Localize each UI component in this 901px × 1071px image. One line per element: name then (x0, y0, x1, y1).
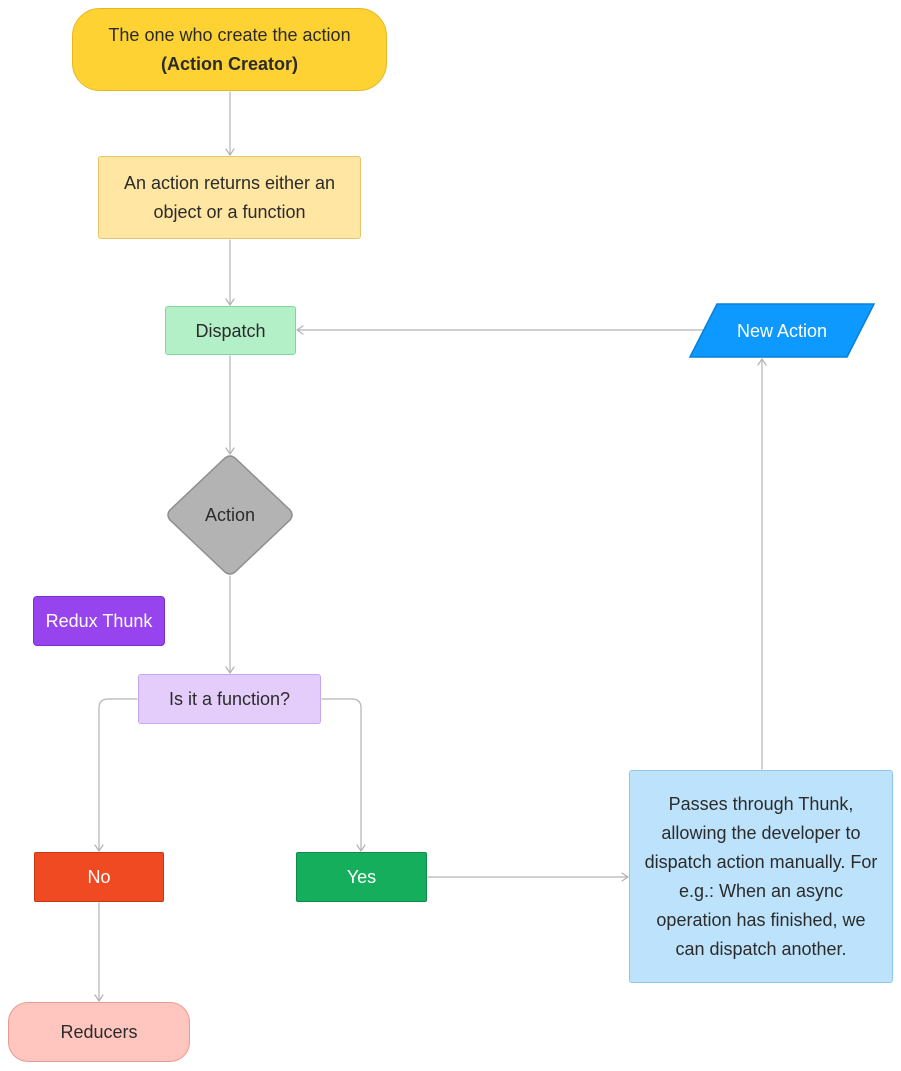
action-creator-label: The one who create the action (108, 24, 351, 45)
returns-label: An action returns either an object or a … (123, 172, 336, 222)
action-creator-node: The one who create the action (Action Cr… (72, 8, 387, 91)
arrowhead-dispatch (225, 298, 235, 306)
reducers-label: Reducers (60, 1022, 138, 1042)
returns-node: An action returns either an object or a … (98, 156, 361, 239)
new-action-shape (689, 303, 875, 358)
decision-node: Is it a function? (138, 674, 321, 724)
yes-label: Yes (346, 867, 377, 887)
decision-label: Is it a function? (168, 689, 291, 709)
reducers-node: Reducers (8, 1002, 190, 1062)
connector-decision-to-yes (321, 698, 362, 852)
arrowhead-newaction (757, 358, 767, 366)
arrowhead-returns (225, 148, 235, 156)
action-label: Action (204, 505, 256, 525)
redux-thunk-label: Redux Thunk (45, 611, 153, 631)
redux-thunk-node: Redux Thunk (33, 596, 165, 646)
dispatch-node: Dispatch (165, 306, 296, 355)
arrowhead-yes (356, 844, 366, 852)
action-node: Action (166, 455, 294, 575)
dispatch-label: Dispatch (195, 320, 266, 341)
yes-node: Yes (296, 852, 427, 902)
arrowhead-action (225, 447, 235, 455)
arrowhead-decision (225, 666, 235, 674)
arrowhead-reducers (94, 994, 104, 1002)
new-action-label: New Action (736, 320, 828, 341)
action-diamond-shape (167, 455, 293, 575)
connector-decision-to-no (98, 698, 138, 852)
arrowhead-dispatch-left (296, 325, 304, 335)
arrowhead-no (94, 844, 104, 852)
thunk-description-label: Passes through Thunk, allowing the devel… (644, 793, 878, 959)
action-creator-title: (Action Creator) (160, 53, 298, 74)
no-node: No (34, 852, 164, 902)
arrowhead-thunk (621, 872, 629, 882)
thunk-description-node: Passes through Thunk, allowing the devel… (629, 770, 893, 983)
new-action-node: New Action (689, 303, 875, 358)
no-label: No (87, 867, 111, 887)
